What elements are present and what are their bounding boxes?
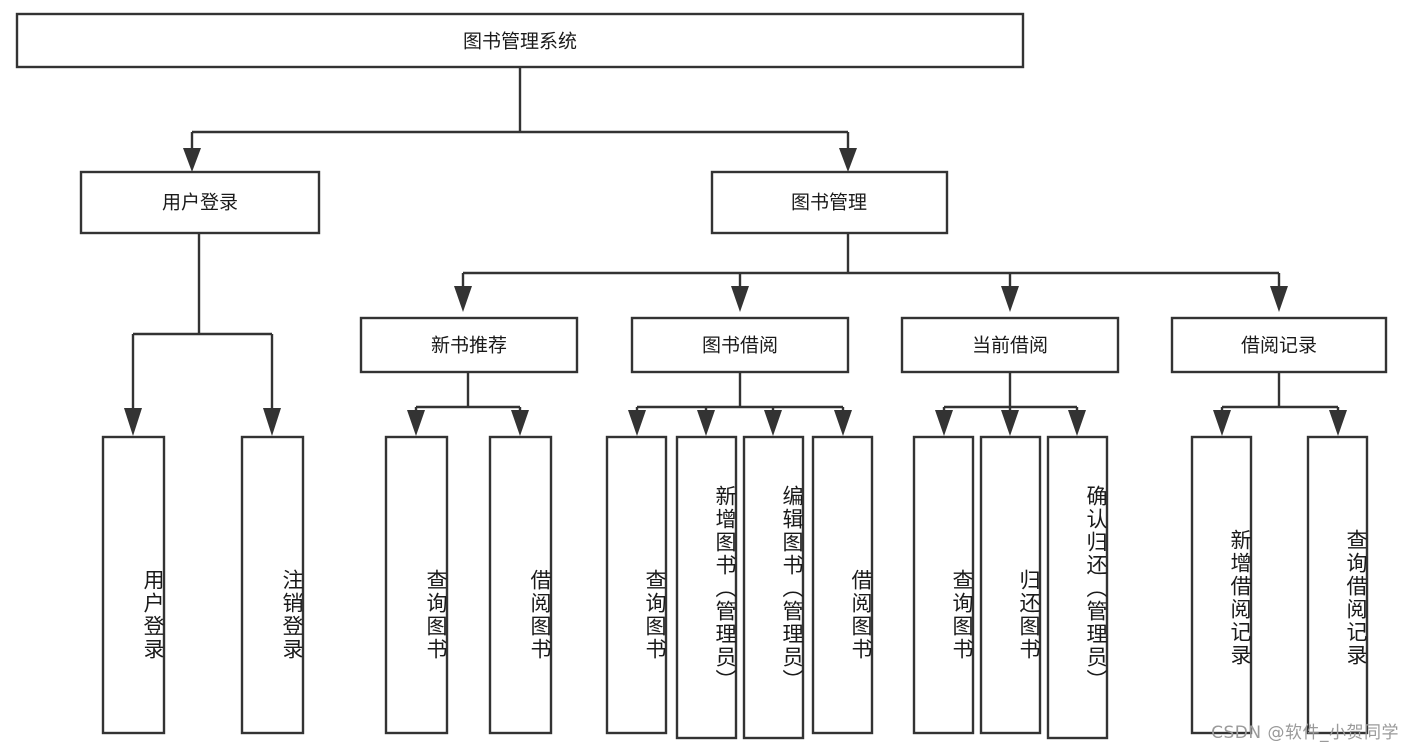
node-leaf-query-book-2[interactable] [605,435,668,735]
node-level3-new-book-recommend[interactable] [359,316,579,374]
arrow-icon [834,410,852,436]
node-level2-user-login-label: 用户登录 [162,192,238,214]
node-leaf-edit-book-admin[interactable] [742,435,805,740]
node-leaf-borrow-book-2[interactable] [811,435,874,735]
node-leaf-query-book-3[interactable] [912,435,975,735]
node-leaf-query-borrow-record[interactable] [1306,435,1369,735]
arrow-icon [407,410,425,436]
node-leaf-user-login[interactable] [101,435,166,735]
node-leaf-add-borrow-record[interactable] [1190,435,1253,735]
node-level3-current-borrow-label: 当前借阅 [972,335,1048,357]
connector-booksys-to-level3 [461,233,1281,288]
arrow-icon [935,410,953,436]
connector-root-to-level2 [190,67,850,152]
arrow-icon [731,286,749,312]
arrow-icon [764,410,782,436]
node-leaf-add-book-admin[interactable] [675,435,738,740]
node-leaf-logout[interactable] [240,435,305,735]
arrow-icon [511,410,529,436]
connector-bookborrow-to-leaves [635,372,845,412]
arrow-icon [839,148,857,172]
node-leaf-borrow-book-1[interactable] [488,435,553,735]
node-level3-borrow-records-label: 借阅记录 [1241,335,1317,357]
node-level2-book-management[interactable] [710,170,949,235]
arrow-icon [1001,410,1019,436]
node-level2-book-management-label: 图书管理 [791,192,867,214]
arrow-icon [1001,286,1019,312]
node-root-book-management-system[interactable] [15,12,1025,69]
node-level3-book-borrow[interactable] [630,316,850,374]
csdn-watermark: CSDN @软件_小贺同学 [1211,723,1399,743]
connector-borrowrecords-to-leaves [1220,372,1340,412]
connector-userlogin-to-leaves [131,233,274,410]
arrow-icon [1213,410,1231,436]
node-level3-new-book-recommend-label: 新书推荐 [431,335,507,357]
arrow-icon [628,410,646,436]
node-level2-user-login[interactable] [79,170,321,235]
node-leaf-query-book-1[interactable] [384,435,449,735]
arrow-icon [263,408,281,436]
node-leaf-confirm-return-admin[interactable] [1046,435,1109,740]
connector-newbook-to-leaves [414,372,522,412]
arrow-icon [454,286,472,312]
arrow-icon [1329,410,1347,436]
arrow-icon [183,148,201,172]
node-leaf-return-book[interactable] [979,435,1042,735]
node-level3-current-borrow[interactable] [900,316,1120,374]
node-root-label: 图书管理系统 [463,31,577,53]
arrow-icon [124,408,142,436]
node-level3-borrow-records[interactable] [1170,316,1388,374]
arrow-icon [1068,410,1086,436]
node-level3-book-borrow-label: 图书借阅 [702,335,778,357]
arrow-icon [1270,286,1288,312]
connector-currentborrow-to-leaves [942,372,1079,412]
arrow-icon [697,410,715,436]
